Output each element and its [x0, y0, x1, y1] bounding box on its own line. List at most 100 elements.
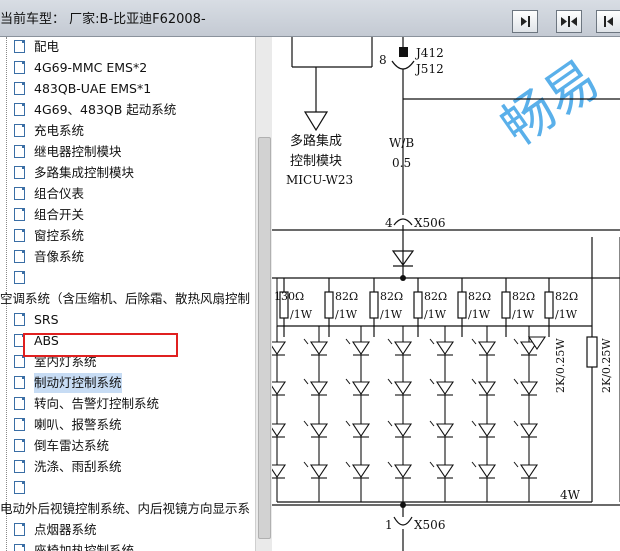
tree-item-label: ABS: [34, 333, 59, 348]
tree-item-label: 喇叭、报警系统: [34, 417, 122, 432]
document-icon: [14, 250, 25, 263]
led-emit-arrow: [513, 378, 519, 385]
led-symbol: [477, 464, 497, 478]
led-symbol: [519, 341, 539, 355]
led-symbol: [272, 381, 287, 395]
led-emit-arrow: [471, 461, 477, 468]
next-page-button[interactable]: [512, 10, 538, 33]
document-icon: [14, 418, 25, 431]
tree-item-label: 室内灯系统: [34, 354, 97, 369]
led-emit-arrow: [429, 338, 435, 345]
conn-j412-label: J412: [414, 46, 444, 60]
tree-item-label: 座椅加热控制系统: [34, 543, 135, 551]
led-emit-arrow: [429, 420, 435, 427]
led-matrix: [272, 326, 547, 502]
pin-4-label: 4: [385, 216, 393, 230]
document-icon: [14, 187, 25, 200]
tree-item-label: 继电器控制模块: [34, 144, 122, 159]
arrow-left-icon: [604, 16, 613, 27]
tree-item-label: 配电: [34, 39, 60, 54]
led-symbol: [477, 423, 497, 437]
document-icon: [14, 397, 25, 410]
led-symbol: [351, 423, 371, 437]
tree-item-label: 组合开关: [34, 207, 85, 222]
led-symbol: [393, 464, 413, 478]
resistor-body: [501, 291, 511, 319]
pin-1-label: 1: [385, 518, 393, 532]
tree-item-label: 多路集成控制模块: [34, 165, 135, 180]
led-symbol: [477, 341, 497, 355]
tree-item-label: 组合仪表: [34, 186, 85, 201]
resistor-value-label: 130Ω: [274, 290, 304, 303]
document-icon: [14, 439, 25, 452]
led-symbol: [351, 341, 371, 355]
conn-j512-label: J512: [414, 62, 444, 76]
led-emit-arrow: [303, 420, 309, 427]
document-icon: [14, 208, 25, 221]
led-symbol: [351, 464, 371, 478]
led-emit-arrow: [387, 420, 393, 427]
tree-item-label: 4G69、483QB 起动系统: [34, 102, 177, 117]
wire-size-label: 0.5: [392, 156, 411, 170]
title-bar: 当前车型： 厂家:B-比亚迪F62008-: [0, 0, 620, 37]
prev-page-button[interactable]: [596, 10, 620, 33]
resistor-watt-label: /1W: [468, 308, 491, 321]
led-emit-arrow: [471, 420, 477, 427]
document-icon: [14, 229, 25, 242]
wiring-diagram-svg: 畅易 多路集成 控制模块 MICU-W23 8 J412 J512 W/B 0.…: [272, 37, 620, 551]
watermark: 畅易: [491, 49, 611, 158]
document-icon: [14, 544, 25, 551]
document-icon: [14, 145, 25, 158]
tree-item-label: SRS: [34, 312, 59, 327]
tree-item-label: 洗涤、雨刮系统: [34, 459, 122, 474]
document-icon: [14, 313, 25, 326]
resistor-value-label: 82Ω: [555, 290, 578, 303]
connector-x506-bottom: [393, 516, 413, 526]
led-symbol: [519, 464, 539, 478]
led-symbol: [393, 341, 413, 355]
arrow-right-icon: [521, 16, 530, 27]
led-emit-arrow: [303, 461, 309, 468]
resistor-watt-label: /1W: [424, 308, 447, 321]
document-icon: [14, 82, 25, 95]
led-symbol: [272, 341, 287, 355]
resistor-watt-label: /1W: [555, 308, 578, 321]
led-emit-arrow: [471, 338, 477, 345]
tree-scrollbar[interactable]: [255, 37, 272, 551]
pin-block: [399, 47, 408, 57]
led-emit-arrow: [345, 461, 351, 468]
led-emit-arrow: [429, 461, 435, 468]
resistor-watt-label: /1W: [512, 308, 535, 321]
fit-width-button[interactable]: [556, 10, 582, 33]
tree-item-label: 转向、告警灯控制系统: [34, 396, 160, 411]
resistor-2k-a: [586, 336, 598, 368]
module-arrow: [303, 111, 329, 132]
tree-item-label: 483QB-UAE EMS*1: [34, 81, 152, 96]
led-emit-arrow: [513, 338, 519, 345]
module-line1: 多路集成: [290, 133, 342, 149]
pin-top-label: 8: [379, 53, 387, 67]
resistor-body: [544, 291, 554, 319]
main-diode: [391, 250, 415, 267]
scrollbar-thumb[interactable]: [258, 137, 271, 539]
led-symbol: [527, 336, 547, 350]
module-line3: MICU-W23: [286, 173, 353, 187]
led-emit-arrow: [345, 420, 351, 427]
conn-x506-bottom-label: X506: [414, 518, 445, 532]
resistor-body: [279, 291, 289, 319]
led-emit-arrow: [303, 378, 309, 385]
led-symbol: [519, 423, 539, 437]
tree-guide-line: [6, 37, 7, 551]
led-symbol: [435, 381, 455, 395]
wiring-diagram: 畅易 多路集成 控制模块 MICU-W23 8 J412 J512 W/B 0.…: [272, 37, 620, 551]
led-emit-arrow: [387, 378, 393, 385]
fit-width-icon: [561, 16, 577, 27]
led-symbol: [309, 381, 329, 395]
resistor-body: [324, 291, 334, 319]
resistor-value-label: 82Ω: [512, 290, 535, 303]
led-symbol: [309, 464, 329, 478]
connector-x506-top: [393, 218, 413, 226]
resistor-watt-label: /1W: [335, 308, 358, 321]
document-icon: [14, 523, 25, 536]
